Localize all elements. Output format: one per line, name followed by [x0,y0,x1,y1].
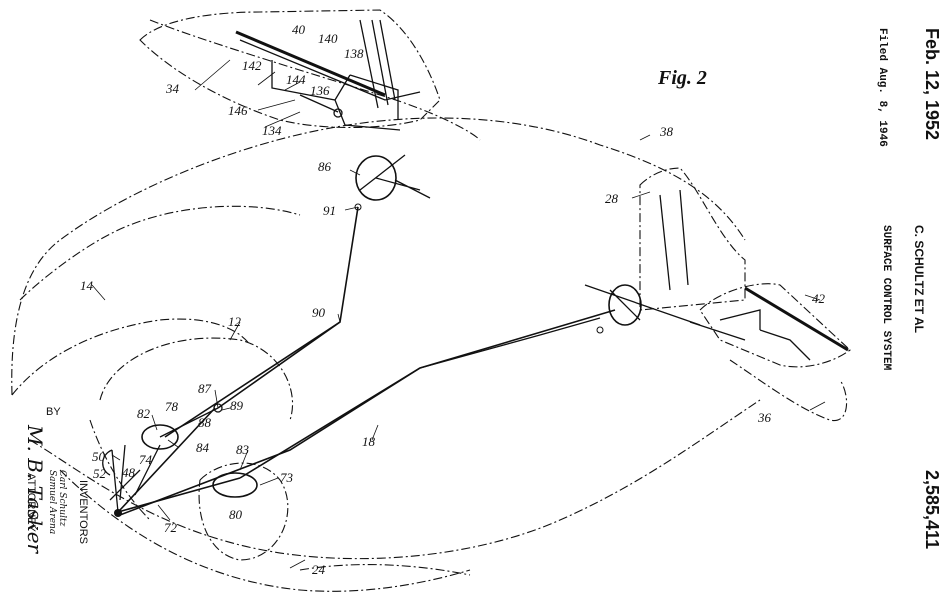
ref-34: 34 [165,81,180,96]
attorney-signature: M. B. Tasker [23,424,47,555]
inventor-names: Carl Schultz Samuel Arena [47,470,67,534]
ref-83: 83 [236,442,250,457]
ref-134: 134 [262,123,282,138]
filed-date: Filed Aug. 8, 1946 [876,28,888,147]
nose-section-outline [11,318,251,396]
figure-title: Fig. 2 [657,67,707,89]
ref-89: 89 [230,398,244,413]
ref-138: 138 [344,46,364,61]
inventor-1: Carl Schultz [57,470,67,527]
ref-42: 42 [812,291,826,306]
ref-24: 24 [312,562,326,577]
ref-52: 52 [93,466,107,481]
attorney-signature-text: M. B. Tasker [23,424,47,555]
ref-73: 73 [280,470,294,485]
ref-78: 78 [165,399,179,414]
right-stabilizer-outline [699,283,851,368]
vertical-fin-outline [639,167,746,311]
fin-spar [659,189,689,291]
left-wing-spar [359,19,396,109]
ref-36: 36 [757,410,772,425]
bellcrank-86-arms [359,154,431,199]
ref-142: 142 [242,58,262,73]
patent-date: Feb. 12, 1952 [922,28,942,140]
right-elevator-bar [744,286,849,352]
canopy-outline [99,337,294,421]
rear-fuselage-outline [299,564,471,576]
bellcrank-86 [355,155,397,201]
inventors-block: INVENTORS [77,480,89,544]
ref-140: 140 [318,31,338,46]
ref-72: 72 [164,520,178,535]
bellcrank-80 [212,472,258,498]
ref-80: 80 [229,507,243,522]
ref-146: 146 [228,103,248,118]
ref-82: 82 [137,406,151,421]
fuselage-belly-outline [59,469,471,592]
ref-136: 136 [310,83,330,98]
ref-86: 86 [318,159,332,174]
tail-bellcrank-arms [584,284,701,326]
left-wing-outline [139,9,441,129]
right-tail-outline [729,359,848,421]
ref-50: 50 [92,449,106,464]
ref-38: 38 [659,124,674,139]
system-title: SURFACE CONTROL SYSTEM [880,225,892,371]
left-aileron-lower [239,39,421,101]
tail-cable-upper [239,309,616,479]
right-margin-title: SURFACE CONTROL SYSTEM [880,225,892,371]
ref-40: 40 [292,22,306,37]
attorney-label: ATTORNEY [25,473,37,533]
cockpit-rim-outline [89,419,151,521]
fuselage-lower-outline [29,399,761,560]
patent-number: 2,585,411 [922,470,942,549]
ref-144: 144 [286,72,306,87]
ref-74: 74 [139,452,153,467]
control-linkage [109,407,219,501]
ref-84: 84 [196,440,210,455]
pivot-89 [213,403,223,413]
ref-12: 12 [228,314,242,329]
right-margin-number: 2,585,411 [922,470,942,549]
right-margin-date: Feb. 12, 1952 [922,28,942,140]
upper-contour-line [149,19,481,141]
wheel-well-outline [198,462,289,561]
left-aileron-bar [235,30,386,97]
attorney-block: ATTORNEY [25,473,37,533]
ref-18: 18 [362,434,376,449]
inventor-2: Samuel Arena [47,470,57,534]
forward-contour-line [19,205,301,301]
ref-90: 90 [312,305,326,320]
inventor-name: C. SCHULTZ ET AL [912,225,926,333]
cable-to-left-wing [217,206,359,409]
right-margin-inventor: C. SCHULTZ ET AL [912,225,926,333]
main-control-cable [117,407,241,513]
right-margin-filed: Filed Aug. 8, 1946 [876,28,888,147]
tail-pivot [596,326,604,334]
fuselage-outline [11,117,746,396]
leader-lines [91,59,826,569]
cable-return [164,321,341,438]
tail-cable-mid [419,317,601,369]
tail-cable-lower [119,367,421,516]
bellcrank-78 [141,424,179,450]
stick-base [114,509,122,517]
ref-28: 28 [605,191,619,206]
ref-48: 48 [122,465,136,480]
ref-87: 87 [198,381,212,396]
ref-14: 14 [80,278,94,293]
left-wing-pivot [333,108,343,118]
by-label: BY [46,406,61,418]
ref-88: 88 [198,415,212,430]
control-stick [102,444,126,513]
ref-91: 91 [323,203,336,218]
left-wing-control-rods [271,60,401,131]
inventors-label: INVENTORS [77,480,89,544]
